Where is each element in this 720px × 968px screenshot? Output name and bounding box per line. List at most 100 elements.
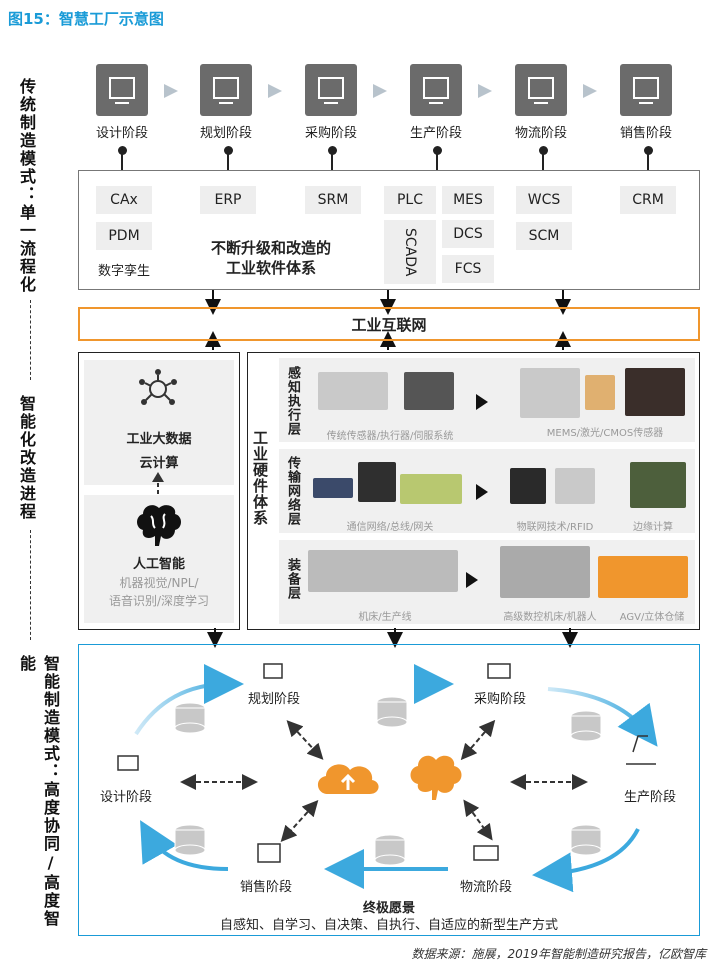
connector-line <box>436 150 438 170</box>
bottom-stage-produce: 生产阶段 <box>624 790 677 805</box>
right-arrow-icon <box>466 572 478 588</box>
network-node-icon <box>139 369 177 405</box>
hardware-title: 工业硬件体系 <box>251 430 269 526</box>
ai-title: 人工智能 <box>132 557 185 572</box>
software-system-box <box>78 170 700 290</box>
bus-photo <box>400 474 462 504</box>
data-source: 数据来源：施展，2019年智能制造研究报告，亿欧智库 <box>411 947 706 961</box>
layer-caption: MEMS/激光/CMOS传感器 <box>546 428 664 439</box>
vision-text: 自感知、自学习、自决策、自执行、自适应的新型生产方式 <box>219 918 558 933</box>
stage-label: 物流阶段 <box>514 126 567 141</box>
side-label-transformation: 智能化改造进程 <box>17 395 36 521</box>
purchase-icon <box>305 64 357 116</box>
connector-line <box>227 150 229 170</box>
layer-caption: AGV/立体仓储 <box>619 612 685 623</box>
robot-arm-photo <box>500 546 590 598</box>
layer-label: 感知执行层 <box>285 366 300 436</box>
laser-photo <box>585 375 615 410</box>
slogan-line: 工业软件体系 <box>225 259 316 277</box>
rfid-photo <box>555 468 595 504</box>
down-arrows <box>207 628 578 648</box>
bottom-stage-logistics: 物流阶段 <box>460 880 513 895</box>
right-arrow-icon <box>476 394 488 410</box>
tag-cax: CAx <box>96 186 152 214</box>
bigdata-label: 工业大数据 <box>126 432 192 447</box>
bottom-stage-design: 设计阶段 <box>100 790 153 805</box>
layer-caption: 通信网络/总线/网关 <box>346 522 434 533</box>
production-line-photo <box>308 550 458 592</box>
hardware-panel <box>247 352 700 630</box>
dashed-connector <box>30 300 31 380</box>
flow-arrow-icon <box>268 84 282 98</box>
logistics-icon <box>515 64 567 116</box>
tag-crm: CRM <box>620 186 676 214</box>
cloud-label: 云计算 <box>139 456 179 471</box>
vision-title: 终极愿景 <box>362 901 415 916</box>
side-label-traditional: 传统制造模式：单一流程化 <box>17 78 36 294</box>
cmos-photo <box>625 368 685 416</box>
side-label-smart: 智能制造模式：高度协同/高度智能 <box>17 655 60 928</box>
tag-plc: PLC <box>384 186 436 214</box>
flow-arrow-icon <box>583 84 597 98</box>
slogan-line: 不断升级和改造的 <box>210 239 331 257</box>
tag-scm: SCM <box>516 222 572 250</box>
layer-caption: 物联网技术/RFID <box>516 522 594 533</box>
tag-mes: MES <box>442 186 494 214</box>
stage-label: 销售阶段 <box>619 126 672 141</box>
layer-label: 装备层 <box>285 558 300 600</box>
tag-dcs: DCS <box>442 220 494 248</box>
flow-arrow-icon <box>373 84 387 98</box>
flow-arrow-icon <box>478 84 492 98</box>
layer-caption: 传统传感器/执行器/伺服系统 <box>326 431 454 442</box>
connector-line <box>542 150 544 170</box>
gateway-photo <box>358 462 396 502</box>
collaboration-diagram <box>117 663 658 893</box>
stage-label: 设计阶段 <box>95 126 148 141</box>
brain-icon <box>137 505 181 546</box>
actuator-photo <box>404 372 454 410</box>
tag-srm: SRM <box>305 186 361 214</box>
mems-photo <box>520 368 580 418</box>
layer-label: 传输网络层 <box>285 456 300 526</box>
ai-subtitle: 机器视觉/NPL/ <box>119 576 199 590</box>
tag-erp: ERP <box>200 186 256 214</box>
router-photo <box>313 478 353 498</box>
industrial-internet-bar: 工业互联网 <box>78 307 700 341</box>
layer-caption: 边缘计算 <box>633 522 673 533</box>
bigdata-text: 工业大数据 云计算 <box>84 428 234 476</box>
right-arrow-icon <box>476 484 488 500</box>
production-icon <box>410 64 462 116</box>
bottom-stage-plan: 规划阶段 <box>248 692 301 707</box>
connector-line <box>121 150 123 170</box>
tag-pdm: PDM <box>96 222 152 250</box>
figure-title: 图15：智慧工厂示意图 <box>8 10 164 28</box>
bottom-stage-sales: 销售阶段 <box>240 880 293 895</box>
digital-twin-label: 数字孪生 <box>98 264 151 279</box>
left-panel <box>78 352 240 630</box>
tag-fcs: FCS <box>442 255 494 283</box>
plan-icon <box>200 64 252 116</box>
agv-photo <box>598 556 688 598</box>
tag-wcs: WCS <box>516 186 572 214</box>
edge-board-photo <box>630 462 686 508</box>
sales-icon <box>620 64 672 116</box>
stage-label: 采购阶段 <box>304 126 357 141</box>
sensor-photo <box>318 372 388 410</box>
ai-text: 人工智能 机器视觉/NPL/ 语音识别/深度学习 <box>84 556 234 610</box>
bottom-stage-purchase: 采购阶段 <box>474 692 527 707</box>
ai-subtitle: 语音识别/深度学习 <box>108 594 210 608</box>
tag-scada: SCADA <box>384 220 436 284</box>
stage-label: 规划阶段 <box>199 126 252 141</box>
connector-line <box>647 150 649 170</box>
layer-caption: 高级数控机床/机器人 <box>503 612 597 623</box>
iot-chip-photo <box>510 468 546 504</box>
design-icon <box>96 64 148 116</box>
dashed-connector <box>30 530 31 640</box>
layer-caption: 机床/生产线 <box>358 612 412 623</box>
vision-block: 终极愿景 自感知、自学习、自决策、自执行、自适应的新型生产方式 <box>78 900 700 934</box>
stage-label: 生产阶段 <box>409 126 462 141</box>
flow-arrow-icon <box>164 84 178 98</box>
software-slogan: 不断升级和改造的 工业软件体系 <box>196 238 346 278</box>
connector-line <box>331 150 333 170</box>
smart-manufacturing-box <box>78 644 700 936</box>
